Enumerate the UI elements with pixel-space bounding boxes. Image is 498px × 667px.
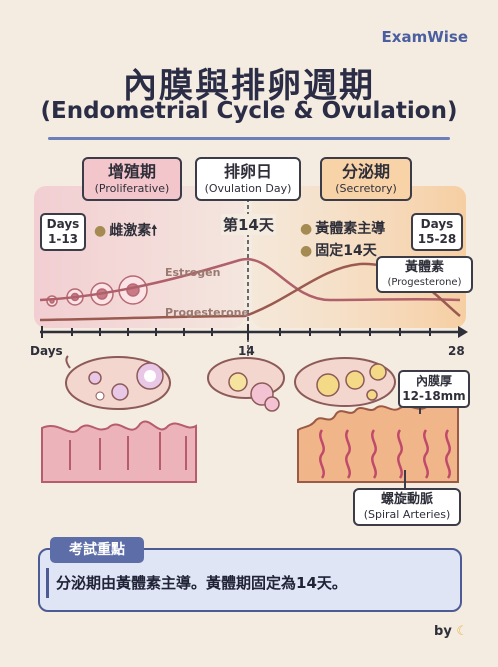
- proliferative-label: 增殖期 (Proliferative): [82, 157, 182, 201]
- secretory-label: 分泌期 (Secretory): [320, 157, 412, 201]
- progesterone-label: Progesterone: [165, 306, 249, 319]
- spiral-zh: 螺旋動脈: [380, 492, 433, 507]
- days-early-line1: Days: [46, 217, 80, 231]
- estrogen-note: ●雌激素🠕: [94, 223, 158, 239]
- key-point-bar: [46, 568, 49, 598]
- ovary-ovulation-icon: [207, 357, 285, 412]
- progesterone-box: 黃體素 (Progesterone): [376, 256, 473, 293]
- secretory-note-2-text: 固定14天: [315, 243, 377, 259]
- day14-note: 第14天: [221, 214, 276, 235]
- key-point-tag: 考試重點: [50, 537, 144, 563]
- days-late-line2: 15-28: [417, 232, 457, 246]
- progesterone-box-en: (Progesterone): [387, 277, 462, 288]
- key-point-text: 分泌期由黃體素主導。黃體期固定為14天。: [56, 574, 347, 592]
- endometrium-thick: [297, 402, 459, 483]
- thickness-value: 12-18mm: [402, 389, 466, 403]
- days-late-line1: Days: [420, 217, 454, 231]
- secretory-note-2: ●固定14天: [300, 243, 377, 259]
- estrogen-note-text: 雌激素: [109, 223, 152, 239]
- ovary-luteal-icon: [294, 357, 396, 407]
- spiral-arteries-box: 螺旋動脈 (Spiral Arteries): [353, 488, 461, 526]
- estrogen-label: Estrogen: [165, 266, 221, 279]
- days-late-box: Days 15-28: [411, 213, 463, 251]
- axis-label: Days: [30, 344, 63, 358]
- brand-logo: ExamWise: [381, 28, 468, 46]
- thickness-box: 內膜厚 12-18mm: [398, 370, 470, 408]
- secretory-note-1: ●黃體素主導: [300, 221, 386, 237]
- days-early-box: Days 1-13: [40, 213, 86, 251]
- estrogen-curve: [39, 257, 461, 302]
- proliferative-panel: [34, 186, 244, 328]
- axis-mid-label: 14: [238, 344, 255, 358]
- page-subtitle: (Endometrial Cycle & Ovulation): [40, 98, 458, 124]
- secretory-note-1-text: 黃體素主導: [315, 221, 386, 237]
- byline: by ☾: [434, 624, 468, 639]
- up-arrow-icon: 🠕: [151, 223, 158, 239]
- axis-end-label: 28: [448, 344, 465, 358]
- ovulation-en: (Ovulation Day): [204, 182, 292, 195]
- secretory-zh: 分泌期: [341, 162, 390, 181]
- spiral-en: (Spiral Arteries): [363, 508, 451, 521]
- thickness-zh: 內膜厚: [415, 374, 452, 388]
- byline-text: by: [434, 624, 452, 639]
- progesterone-box-zh: 黃體素: [404, 260, 444, 275]
- page-title: 內膜與排卵週期: [123, 66, 375, 106]
- title-divider: [48, 137, 450, 140]
- ovulation-zh: 排卵日: [223, 162, 272, 181]
- proliferative-en: (Proliferative): [94, 182, 170, 195]
- ovary-follicular-icon: [65, 355, 171, 410]
- endometrium-thin: [41, 420, 197, 483]
- days-early-line2: 1-13: [47, 232, 79, 246]
- axis-ticks: [41, 324, 431, 340]
- ovulation-label: 排卵日 (Ovulation Day): [195, 157, 301, 201]
- moon-icon: ☾: [456, 624, 468, 639]
- proliferative-zh: 增殖期: [107, 162, 156, 181]
- secretory-en: (Secretory): [335, 182, 397, 195]
